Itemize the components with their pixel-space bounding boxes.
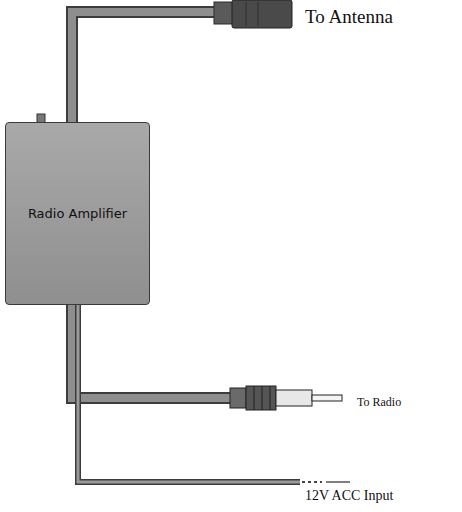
cable-label: 12V ACC Input [305,488,393,504]
antenna-cable [72,12,218,122]
wire-end [302,481,322,483]
plug-pin [312,395,342,401]
plug-collar [230,388,246,408]
cable-label: To Antenna [305,6,393,28]
power-wire [78,305,300,482]
box-title: Radio Amplifier [24,202,131,225]
antenna-cable-outline [72,12,218,122]
radio-cable [72,305,232,398]
cable-label: To Radio [357,395,401,410]
connector-collar [214,2,234,24]
antenna-female-connector [232,0,292,28]
amplifier-box: Radio Amplifier [5,122,150,305]
power-wire-outline [78,305,300,482]
grip-ridge [270,386,271,410]
plug-grip [246,386,276,410]
radio-cable-outline [72,305,232,398]
connector-ridge [258,2,259,26]
connector-ridge [246,2,247,26]
wire-strand [326,481,350,483]
grip-ridge [254,386,255,410]
grip-ridge [262,386,263,410]
plug-sleeve [276,390,312,406]
